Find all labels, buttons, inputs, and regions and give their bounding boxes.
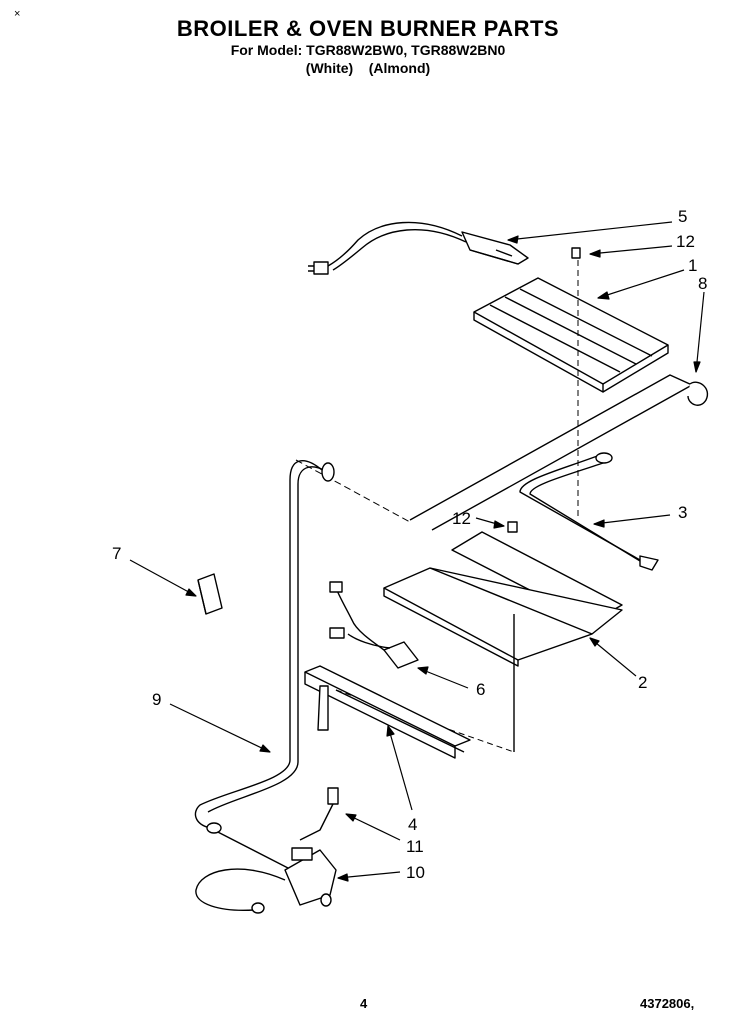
document-number: 4372806, [640,996,695,1011]
page-number: 4 [360,996,368,1011]
spark-module [197,573,223,615]
callout-3: 3 [678,503,687,522]
callout-2: 2 [638,673,647,692]
callout-5: 5 [678,207,687,226]
nut-top [571,247,581,259]
callout-7: 7 [112,544,121,563]
oven-burner [304,665,471,759]
nut-lower [507,521,518,533]
broiler-igniter [308,221,529,275]
finish-line: (White) (Almond) [305,60,431,76]
callout-1: 1 [688,256,697,275]
leader-lines [129,221,705,882]
callout-12-lower: 12 [452,509,471,528]
tube-fitting-top [321,462,335,482]
broiler-baffle [473,277,669,393]
page-title: BROILER & OVEN BURNER PARTS [176,16,560,41]
callout-12-top: 12 [676,232,695,251]
corner-mark: × [14,8,21,20]
callout-11: 11 [406,837,424,856]
callout-8: 8 [698,274,707,293]
callout-labels: 5 12 1 8 3 12 7 6 2 9 4 11 10 [112,207,707,882]
oven-igniter [329,581,419,669]
gas-valve [195,847,337,914]
tube-fitting-bottom [206,822,222,834]
gas-tube [194,460,323,869]
gas-fitting [299,787,339,841]
callout-6: 6 [476,680,485,699]
callout-4: 4 [408,815,417,834]
broiler-burner [295,374,709,571]
oven-baffle [335,531,623,753]
callout-10: 10 [406,863,425,882]
callout-9: 9 [152,690,161,709]
model-line: For Model: TGR88W2BW0, TGR88W2BN0 [230,42,506,58]
